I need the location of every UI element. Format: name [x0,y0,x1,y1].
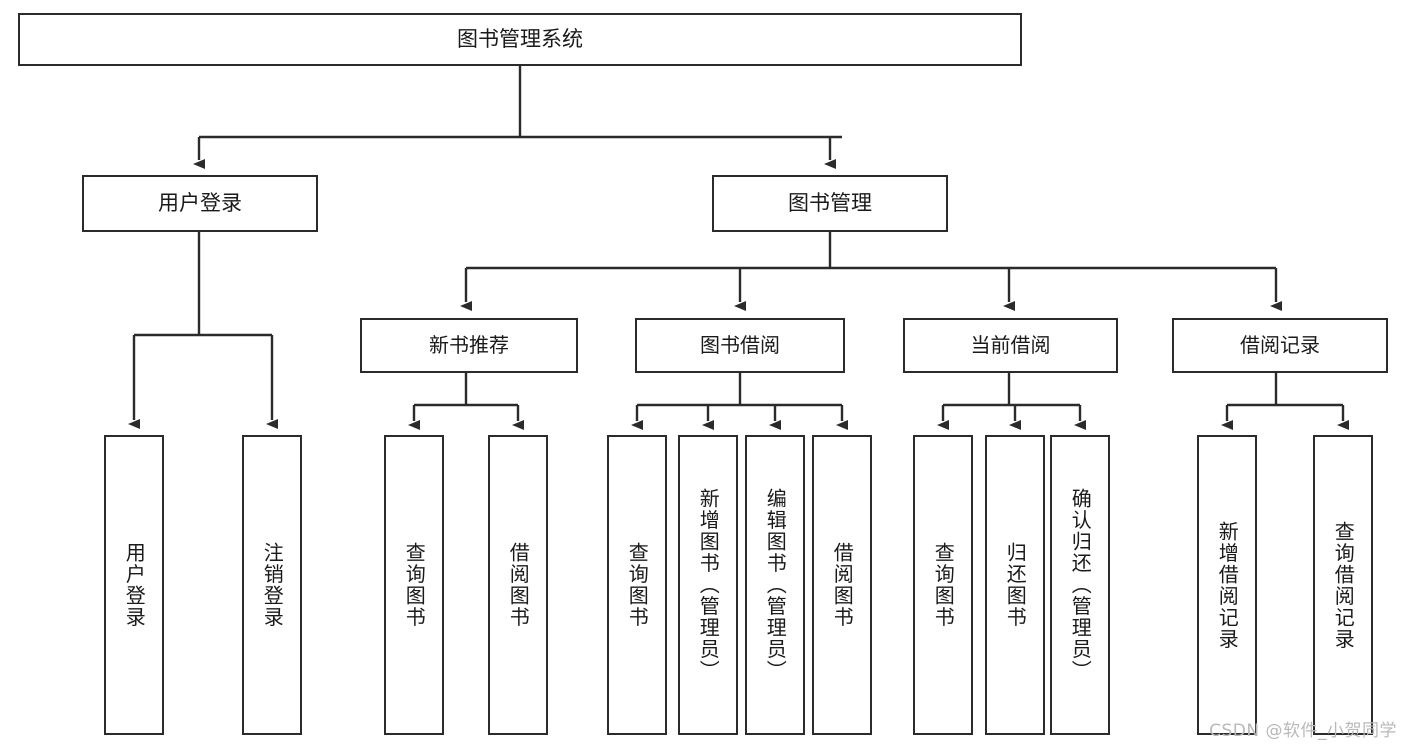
node-book-borrow-label: 图书借阅 [700,333,780,358]
node-book-borrow[interactable]: 图书借阅 [635,318,845,373]
leaf-query-book-2-label: 查询图书 [625,542,650,628]
leaf-query-book-3-label: 查询图书 [931,542,956,628]
node-root[interactable]: 图书管理系统 [18,13,1022,66]
node-current-borrow-label: 当前借阅 [970,333,1051,358]
leaf-edit-book[interactable]: 编辑图书（管理员） [745,435,805,735]
leaf-query-book-1-label: 查询图书 [402,542,427,628]
leaf-user-logout[interactable]: 注销登录 [242,435,302,735]
node-user-login-label: 用户登录 [158,190,242,215]
node-new-book-recommend[interactable]: 新书推荐 [360,318,578,373]
leaf-borrow-book-2[interactable]: 借阅图书 [812,435,872,735]
node-root-label: 图书管理系统 [457,26,583,51]
leaf-return-book-label: 归还图书 [1003,542,1028,628]
leaf-query-record[interactable]: 查询借阅记录 [1313,435,1373,735]
node-new-book-recommend-label: 新书推荐 [429,333,509,358]
node-book-management[interactable]: 图书管理 [712,175,948,232]
leaf-add-record-label: 新增借阅记录 [1215,520,1240,650]
leaf-borrow-book-1-label: 借阅图书 [506,542,531,628]
node-book-management-label: 图书管理 [788,190,872,215]
node-borrow-record-label: 借阅记录 [1240,333,1320,358]
leaf-borrow-book-2-label: 借阅图书 [830,542,855,628]
leaf-query-book-1[interactable]: 查询图书 [384,435,444,735]
leaf-add-record[interactable]: 新增借阅记录 [1197,435,1257,735]
leaf-borrow-book-1[interactable]: 借阅图书 [488,435,548,735]
leaf-confirm-return[interactable]: 确认归还（管理员） [1050,435,1110,735]
leaf-query-book-2[interactable]: 查询图书 [607,435,667,735]
leaf-return-book[interactable]: 归还图书 [985,435,1045,735]
leaf-confirm-return-label: 确认归还（管理员） [1068,488,1093,682]
leaf-edit-book-label: 编辑图书（管理员） [763,488,788,682]
node-current-borrow[interactable]: 当前借阅 [903,318,1118,373]
leaf-user-login-label: 用户登录 [122,542,147,628]
leaf-query-book-3[interactable]: 查询图书 [913,435,973,735]
leaf-add-book-label: 新增图书（管理员） [696,488,721,682]
watermark: CSDN @软件_小贺同学 [1209,721,1397,741]
leaf-query-record-label: 查询借阅记录 [1331,520,1356,650]
leaf-add-book[interactable]: 新增图书（管理员） [678,435,738,735]
leaf-user-logout-label: 注销登录 [260,542,285,628]
node-borrow-record[interactable]: 借阅记录 [1172,318,1388,373]
leaf-user-login[interactable]: 用户登录 [104,435,164,735]
node-user-login[interactable]: 用户登录 [82,175,318,232]
